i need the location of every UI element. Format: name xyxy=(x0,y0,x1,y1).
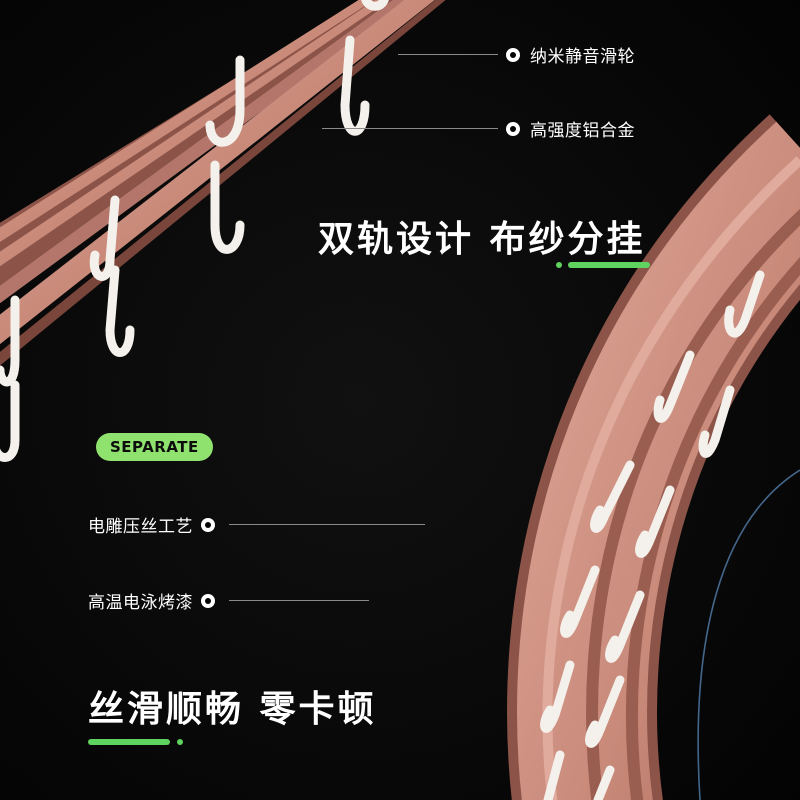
feature-label: 纳米静音滑轮 xyxy=(530,47,635,67)
feature-label: 高强度铝合金 xyxy=(530,121,635,141)
headline-smooth: 丝滑顺畅 零卡顿 xyxy=(88,689,377,730)
accent-bar xyxy=(568,262,650,268)
feature-label: 电雕压丝工艺 xyxy=(88,517,193,537)
accent-bar xyxy=(88,739,170,745)
separate-badge: SEPARATE xyxy=(96,433,213,461)
bullet-icon xyxy=(506,47,520,62)
feature-nano-pulley: 纳米静音滑轮 xyxy=(398,42,635,67)
feature-engraving: 电雕压丝工艺 xyxy=(88,512,425,537)
hooks-curved xyxy=(540,270,765,800)
bullet-icon xyxy=(201,593,215,608)
feature-paint: 高温电泳烤漆 xyxy=(88,588,369,613)
headline-double-track: 双轨设计 布纱分挂 xyxy=(318,219,646,260)
callout-line xyxy=(229,524,425,525)
bullet-icon xyxy=(506,121,520,136)
feature-label: 高温电泳烤漆 xyxy=(88,593,193,613)
accent-dot xyxy=(556,262,562,268)
callout-line xyxy=(398,54,498,55)
feature-aluminum-alloy: 高强度铝合金 xyxy=(322,116,635,141)
callout-line xyxy=(322,128,498,129)
bullet-icon xyxy=(201,517,215,532)
accent-dot xyxy=(177,739,183,745)
callout-line xyxy=(229,600,369,601)
hooks-straight xyxy=(0,0,389,462)
